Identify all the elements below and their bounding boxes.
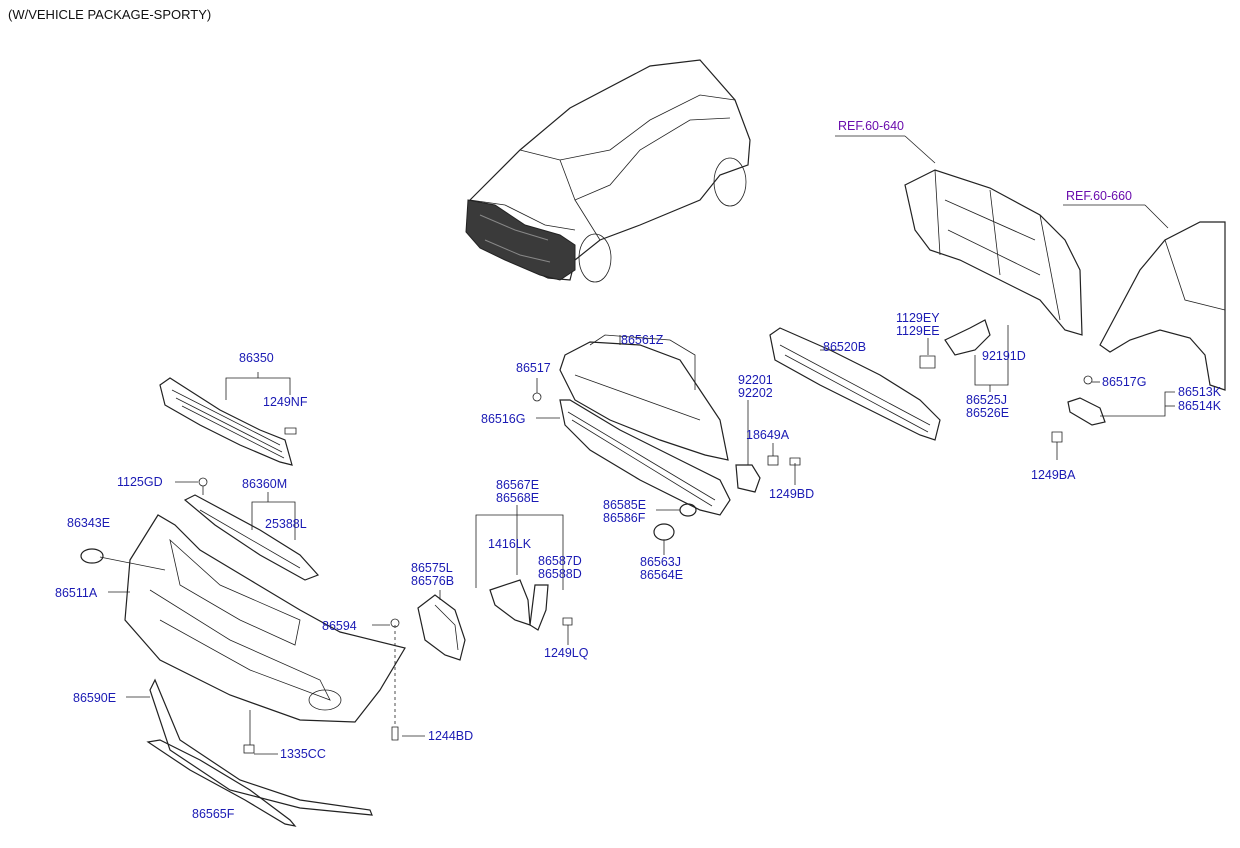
fender <box>1099 221 1226 391</box>
label-86526E[interactable]: 86526E <box>966 406 1009 420</box>
label-92201[interactable]: 92201 <box>738 373 773 387</box>
label-92202[interactable]: 92202 <box>738 386 773 400</box>
impact-beam <box>769 327 941 441</box>
label-86594[interactable]: 86594 <box>322 619 357 633</box>
label-86561Z[interactable]: 86561Z <box>621 333 664 347</box>
label-86514K[interactable]: 86514K <box>1178 399 1222 413</box>
diagram-title: (W/VEHICLE PACKAGE-SPORTY) <box>8 7 212 22</box>
lower-strips <box>146 678 373 827</box>
label-86360M[interactable]: 86360M <box>242 477 287 491</box>
label-92191D[interactable]: 92191D <box>982 349 1026 363</box>
label-86517G[interactable]: 86517G <box>1102 375 1146 389</box>
front-bumper <box>124 514 406 723</box>
label-18649A[interactable]: 18649A <box>746 428 790 442</box>
lower-bumper-center <box>559 334 729 461</box>
label-1129EE[interactable]: 1129EE <box>896 324 940 338</box>
radiator-support <box>904 169 1083 336</box>
label-1125GD[interactable]: 1125GD <box>117 475 163 489</box>
label-86567E[interactable]: 86567E <box>496 478 539 492</box>
label-86343E[interactable]: 86343E <box>67 516 110 530</box>
label-86564E[interactable]: 86564E <box>640 568 683 582</box>
label-86590E[interactable]: 86590E <box>73 691 116 705</box>
label-1249LQ[interactable]: 1249LQ <box>544 646 589 660</box>
label-86575L[interactable]: 86575L <box>411 561 453 575</box>
label-86511A[interactable]: 86511A <box>55 586 98 600</box>
car-illustration <box>465 59 751 283</box>
label-86588D[interactable]: 86588D <box>538 567 582 581</box>
label-25388L[interactable]: 25388L <box>265 517 307 531</box>
label-1129EY[interactable]: 1129EY <box>896 311 940 325</box>
label-1244BD[interactable]: 1244BD <box>428 729 473 743</box>
lower-grille <box>559 399 731 516</box>
label-86520B[interactable]: 86520B <box>823 340 866 354</box>
ref-60-660[interactable]: REF.60-660 <box>1066 189 1132 203</box>
label-1335CC[interactable]: 1335CC <box>280 747 326 761</box>
label-86576B[interactable]: 86576B <box>411 574 454 588</box>
label-86563J[interactable]: 86563J <box>640 555 681 569</box>
label-1249BA[interactable]: 1249BA <box>1031 468 1076 482</box>
label-1249BD[interactable]: 1249BD <box>769 487 814 501</box>
label-86350[interactable]: 86350 <box>239 351 274 365</box>
label-86586F[interactable]: 86586F <box>603 511 646 525</box>
fog-lamp-cover <box>417 594 466 661</box>
label-1249NF[interactable]: 1249NF <box>263 395 308 409</box>
label-86525J[interactable]: 86525J <box>966 393 1007 407</box>
label-1416LK[interactable]: 1416LK <box>488 537 532 551</box>
label-86565F[interactable]: 86565F <box>192 807 235 821</box>
label-86585E[interactable]: 86585E <box>603 498 646 512</box>
grille-bracket <box>183 494 320 581</box>
ref-60-640[interactable]: REF.60-640 <box>838 119 904 133</box>
upper-grille <box>159 377 293 466</box>
label-86516G[interactable]: 86516G <box>481 412 525 426</box>
label-86568E[interactable]: 86568E <box>496 491 539 505</box>
label-86587D[interactable]: 86587D <box>538 554 582 568</box>
label-86513K[interactable]: 86513K <box>1178 385 1222 399</box>
label-86517[interactable]: 86517 <box>516 361 551 375</box>
